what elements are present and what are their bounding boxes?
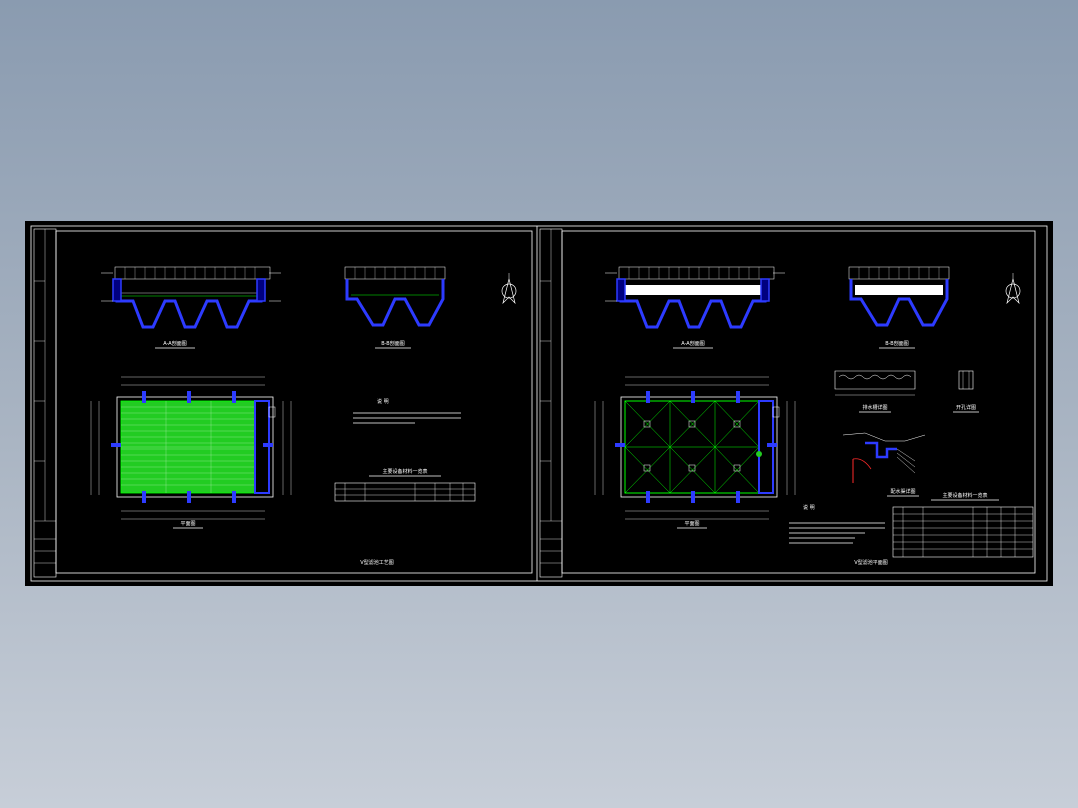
notes-left: 说 明 bbox=[353, 398, 461, 424]
table-right: 主要设备材料一览表 bbox=[892, 492, 1034, 558]
cad-viewport[interactable]: A-A剖面图 B-B剖面图 bbox=[25, 221, 1053, 586]
section-a-right-title: A-A剖面图 bbox=[681, 340, 704, 347]
notes-left-title: 说 明 bbox=[377, 398, 389, 405]
plan-left-title: 平面图 bbox=[180, 521, 195, 527]
table-right-title: 主要设备材料一览表 bbox=[942, 492, 987, 499]
section-b-right-title: B-B剖面图 bbox=[885, 340, 909, 347]
section-a-right: A-A剖面图 bbox=[605, 266, 785, 349]
north-arrow-right-icon bbox=[1005, 273, 1021, 305]
detail-3-right: 配水渠详图 bbox=[842, 432, 926, 497]
sheet-right: A-A剖面图 B-B剖面图 bbox=[539, 228, 1036, 578]
detail-2-title: 开孔详图 bbox=[956, 404, 976, 411]
section-b-left: B-B剖面图 bbox=[344, 266, 446, 349]
table-left: 主要设备材料一览表 bbox=[334, 468, 476, 502]
plan-left: 平面图 bbox=[90, 376, 292, 529]
sheet-left: A-A剖面图 B-B剖面图 bbox=[33, 228, 533, 578]
section-b-left-title: B-B剖面图 bbox=[381, 340, 405, 347]
detail-2-right: 开孔详图 bbox=[953, 370, 979, 413]
sheet-left-frame bbox=[55, 230, 533, 574]
sheet-right-title: V型滤池平面图 bbox=[854, 559, 887, 566]
table-left-title: 主要设备材料一览表 bbox=[382, 468, 427, 475]
section-a-left: A-A剖面图 bbox=[101, 266, 281, 349]
cad-drawing: A-A剖面图 B-B剖面图 bbox=[30, 225, 1048, 582]
sheet-left-title: V型滤池工艺图 bbox=[360, 559, 393, 566]
north-arrow-icon bbox=[501, 273, 517, 305]
outer-border bbox=[30, 225, 1048, 582]
detail-1-right: 排水槽详图 bbox=[834, 370, 916, 413]
plan-right: 平面图 bbox=[594, 376, 796, 529]
sheet-right-frame bbox=[561, 230, 1036, 574]
detail-3-title: 配水渠详图 bbox=[890, 488, 915, 495]
section-b-right: B-B剖面图 bbox=[848, 266, 950, 349]
plan-right-title: 平面图 bbox=[684, 521, 699, 527]
detail-1-title: 排水槽详图 bbox=[862, 404, 887, 411]
section-a-left-title: A-A剖面图 bbox=[163, 340, 186, 347]
notes-right-title: 说 明 bbox=[803, 504, 815, 511]
notes-right: 说 明 bbox=[789, 504, 885, 544]
